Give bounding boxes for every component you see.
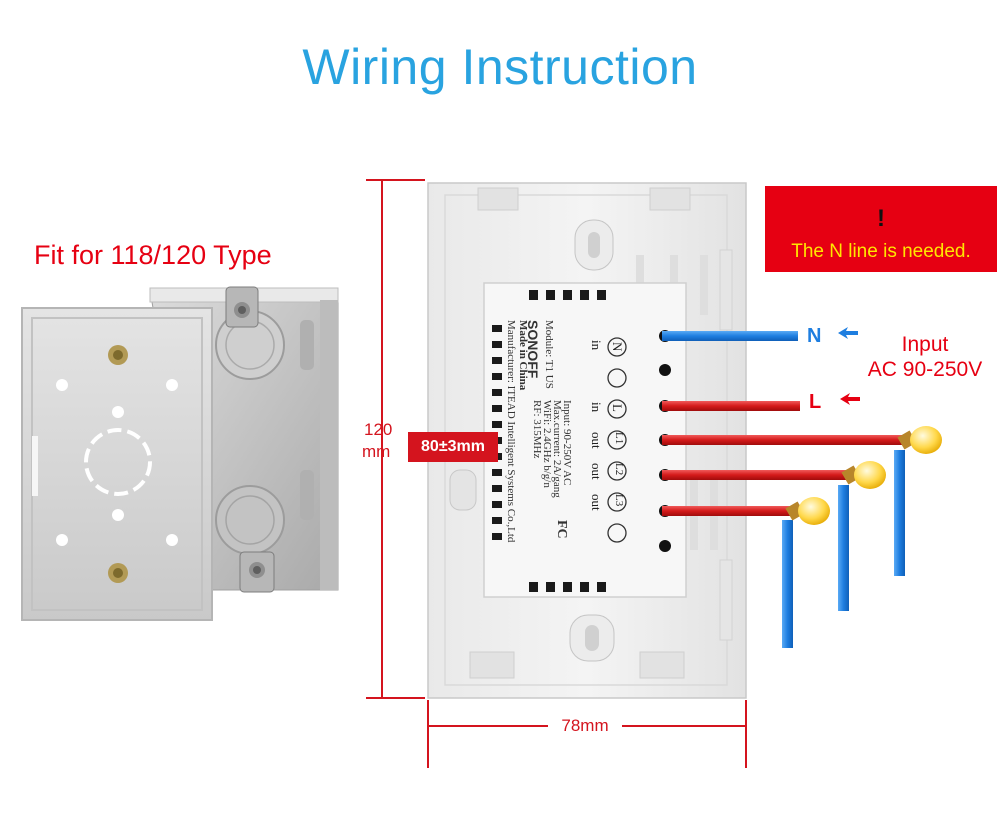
module-made-in: Made in China <box>517 320 529 391</box>
inner-dimension-badge: 80±3mm <box>408 432 498 462</box>
input-label: Input AC 90-250V <box>850 332 1000 382</box>
warning-banner <box>765 186 997 272</box>
wires <box>662 331 910 648</box>
light-bulb-icon <box>785 497 830 525</box>
light-bulb-icon <box>841 461 886 489</box>
module-model: Module: T1 US <box>543 320 555 389</box>
module-label: SONOFF Module: T1 US Made in China Manuf… <box>505 320 625 580</box>
arrow-left-icon <box>840 393 860 405</box>
neutral-wire <box>662 331 798 341</box>
input-label-line2: AC 90-250V <box>867 358 983 381</box>
module-manufacturer: Manufacturer: ITEAD Intelligent Systems … <box>505 320 517 543</box>
height-value: 120 <box>364 420 393 439</box>
module-spec: RF: 315MHz <box>531 400 543 459</box>
input-label-line1: Input <box>901 333 949 356</box>
terminal-label-n: N <box>610 342 625 352</box>
width-dimension: 78mm <box>561 716 609 735</box>
box-type-label: Fit for 118/120 Type <box>34 240 272 270</box>
io-label: out <box>589 432 604 449</box>
mounting-screw-icon <box>108 345 128 365</box>
terminal-label-l2: L2 <box>613 463 625 476</box>
live-wire <box>662 401 800 411</box>
mounting-screw-icon <box>108 563 128 583</box>
fc-mark-icon: FC <box>554 520 569 539</box>
warning-symbol: ! <box>877 205 885 232</box>
io-label: in <box>589 402 604 413</box>
neutral-terminal-label: N <box>807 325 822 347</box>
io-label: in <box>589 340 604 351</box>
output-wire-l3 <box>662 506 790 516</box>
terminal-label-l1: L1 <box>613 432 625 445</box>
live-terminal-label: L <box>809 391 822 413</box>
junction-box <box>21 286 339 621</box>
terminal-label-l: L <box>610 404 625 412</box>
light-bulb-icon <box>897 426 942 454</box>
io-label: out <box>589 494 604 511</box>
page-title: Wiring Instruction <box>302 39 698 95</box>
warning-text: The N line is needed. <box>791 241 971 262</box>
mounting-screw-icon <box>239 551 275 593</box>
height-unit: mm <box>362 442 391 461</box>
output-wire-l1 <box>662 435 910 445</box>
io-label: out <box>589 463 604 480</box>
output-wire-l2 <box>662 470 846 480</box>
terminal-label-l3: L3 <box>613 494 625 507</box>
mounting-screw-icon <box>225 286 259 328</box>
arrow-left-icon <box>838 327 858 339</box>
